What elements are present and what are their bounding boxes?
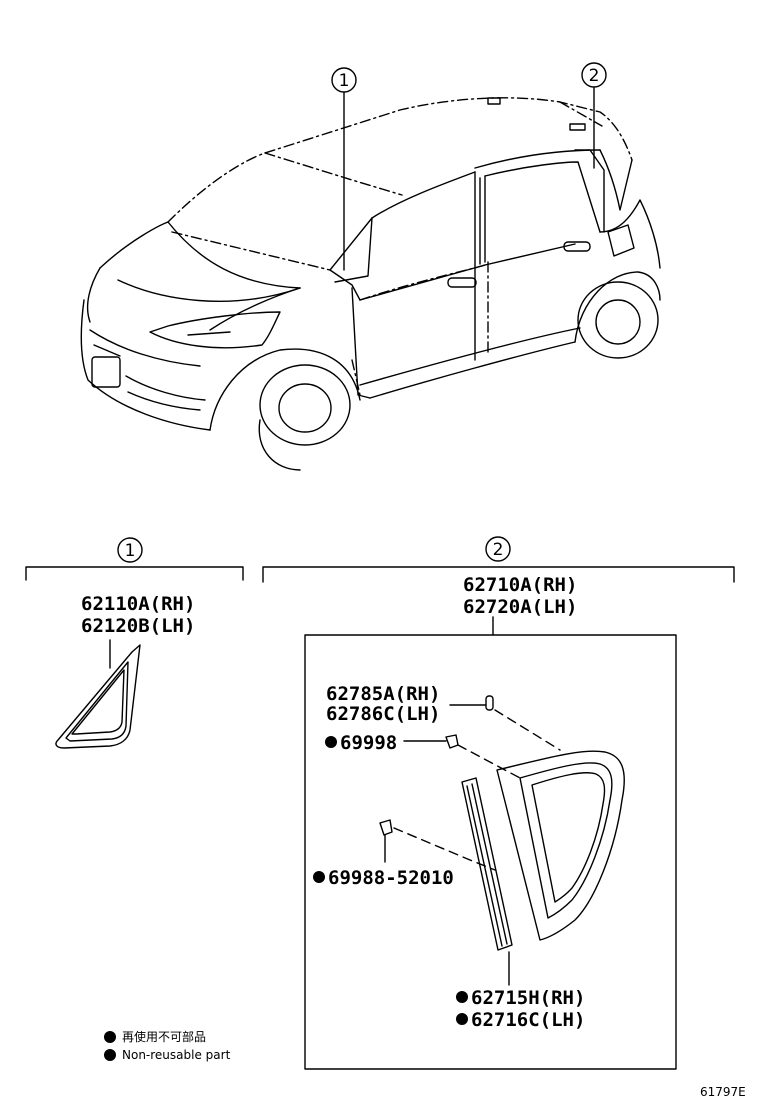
- non-reusable-dot: [456, 1013, 468, 1025]
- part-number-69988-52010: 69988-52010: [328, 867, 454, 889]
- part-number-62110A: 62110A(RH): [81, 593, 195, 615]
- section-number-2: 2: [493, 540, 504, 560]
- clip-upper: [485, 695, 494, 711]
- non-reusable-dot: [313, 871, 325, 883]
- part-number-62785A: 62785A(RH): [326, 683, 440, 705]
- car-illustration: [80, 97, 661, 471]
- moulding-strip-part: [461, 777, 513, 951]
- section-circle-2: [485, 536, 511, 562]
- callout-number-2: 2: [589, 66, 600, 86]
- rear-quarter-glass-part: [496, 750, 625, 941]
- part-number-62120B: 62120B(LH): [81, 615, 195, 637]
- legend-dot: [104, 1049, 116, 1061]
- non-reusable-dot: [456, 991, 468, 1003]
- legend-text-jp: 再使用不可部品: [122, 1029, 206, 1044]
- section-2-box: [304, 634, 677, 1070]
- section-bracket-2: [262, 566, 735, 583]
- section-bracket-1: [25, 566, 244, 581]
- callout-number-1: 1: [339, 71, 350, 91]
- legend-text-en: Non-reusable part: [122, 1048, 231, 1062]
- part-number-62715H: 62715H(RH): [471, 987, 585, 1009]
- callout-circle-2: [581, 62, 607, 88]
- part-number-62710A: 62710A(RH): [463, 574, 577, 596]
- clip-mid: [445, 734, 459, 749]
- quarter-window-part: [55, 639, 141, 749]
- callout-circle-1: [331, 67, 357, 93]
- part-number-62716C: 62716C(LH): [471, 1009, 585, 1031]
- clip-low: [379, 819, 393, 836]
- section-number-1: 1: [125, 541, 136, 561]
- non-reusable-dot: [325, 736, 337, 748]
- part-number-62786C: 62786C(LH): [326, 703, 440, 725]
- part-number-62720A: 62720A(LH): [463, 596, 577, 618]
- legend-dot: [104, 1031, 116, 1043]
- section-circle-1: [117, 537, 143, 563]
- part-number-69998: 69998: [340, 732, 397, 754]
- figure-code: 61797E: [700, 1085, 746, 1099]
